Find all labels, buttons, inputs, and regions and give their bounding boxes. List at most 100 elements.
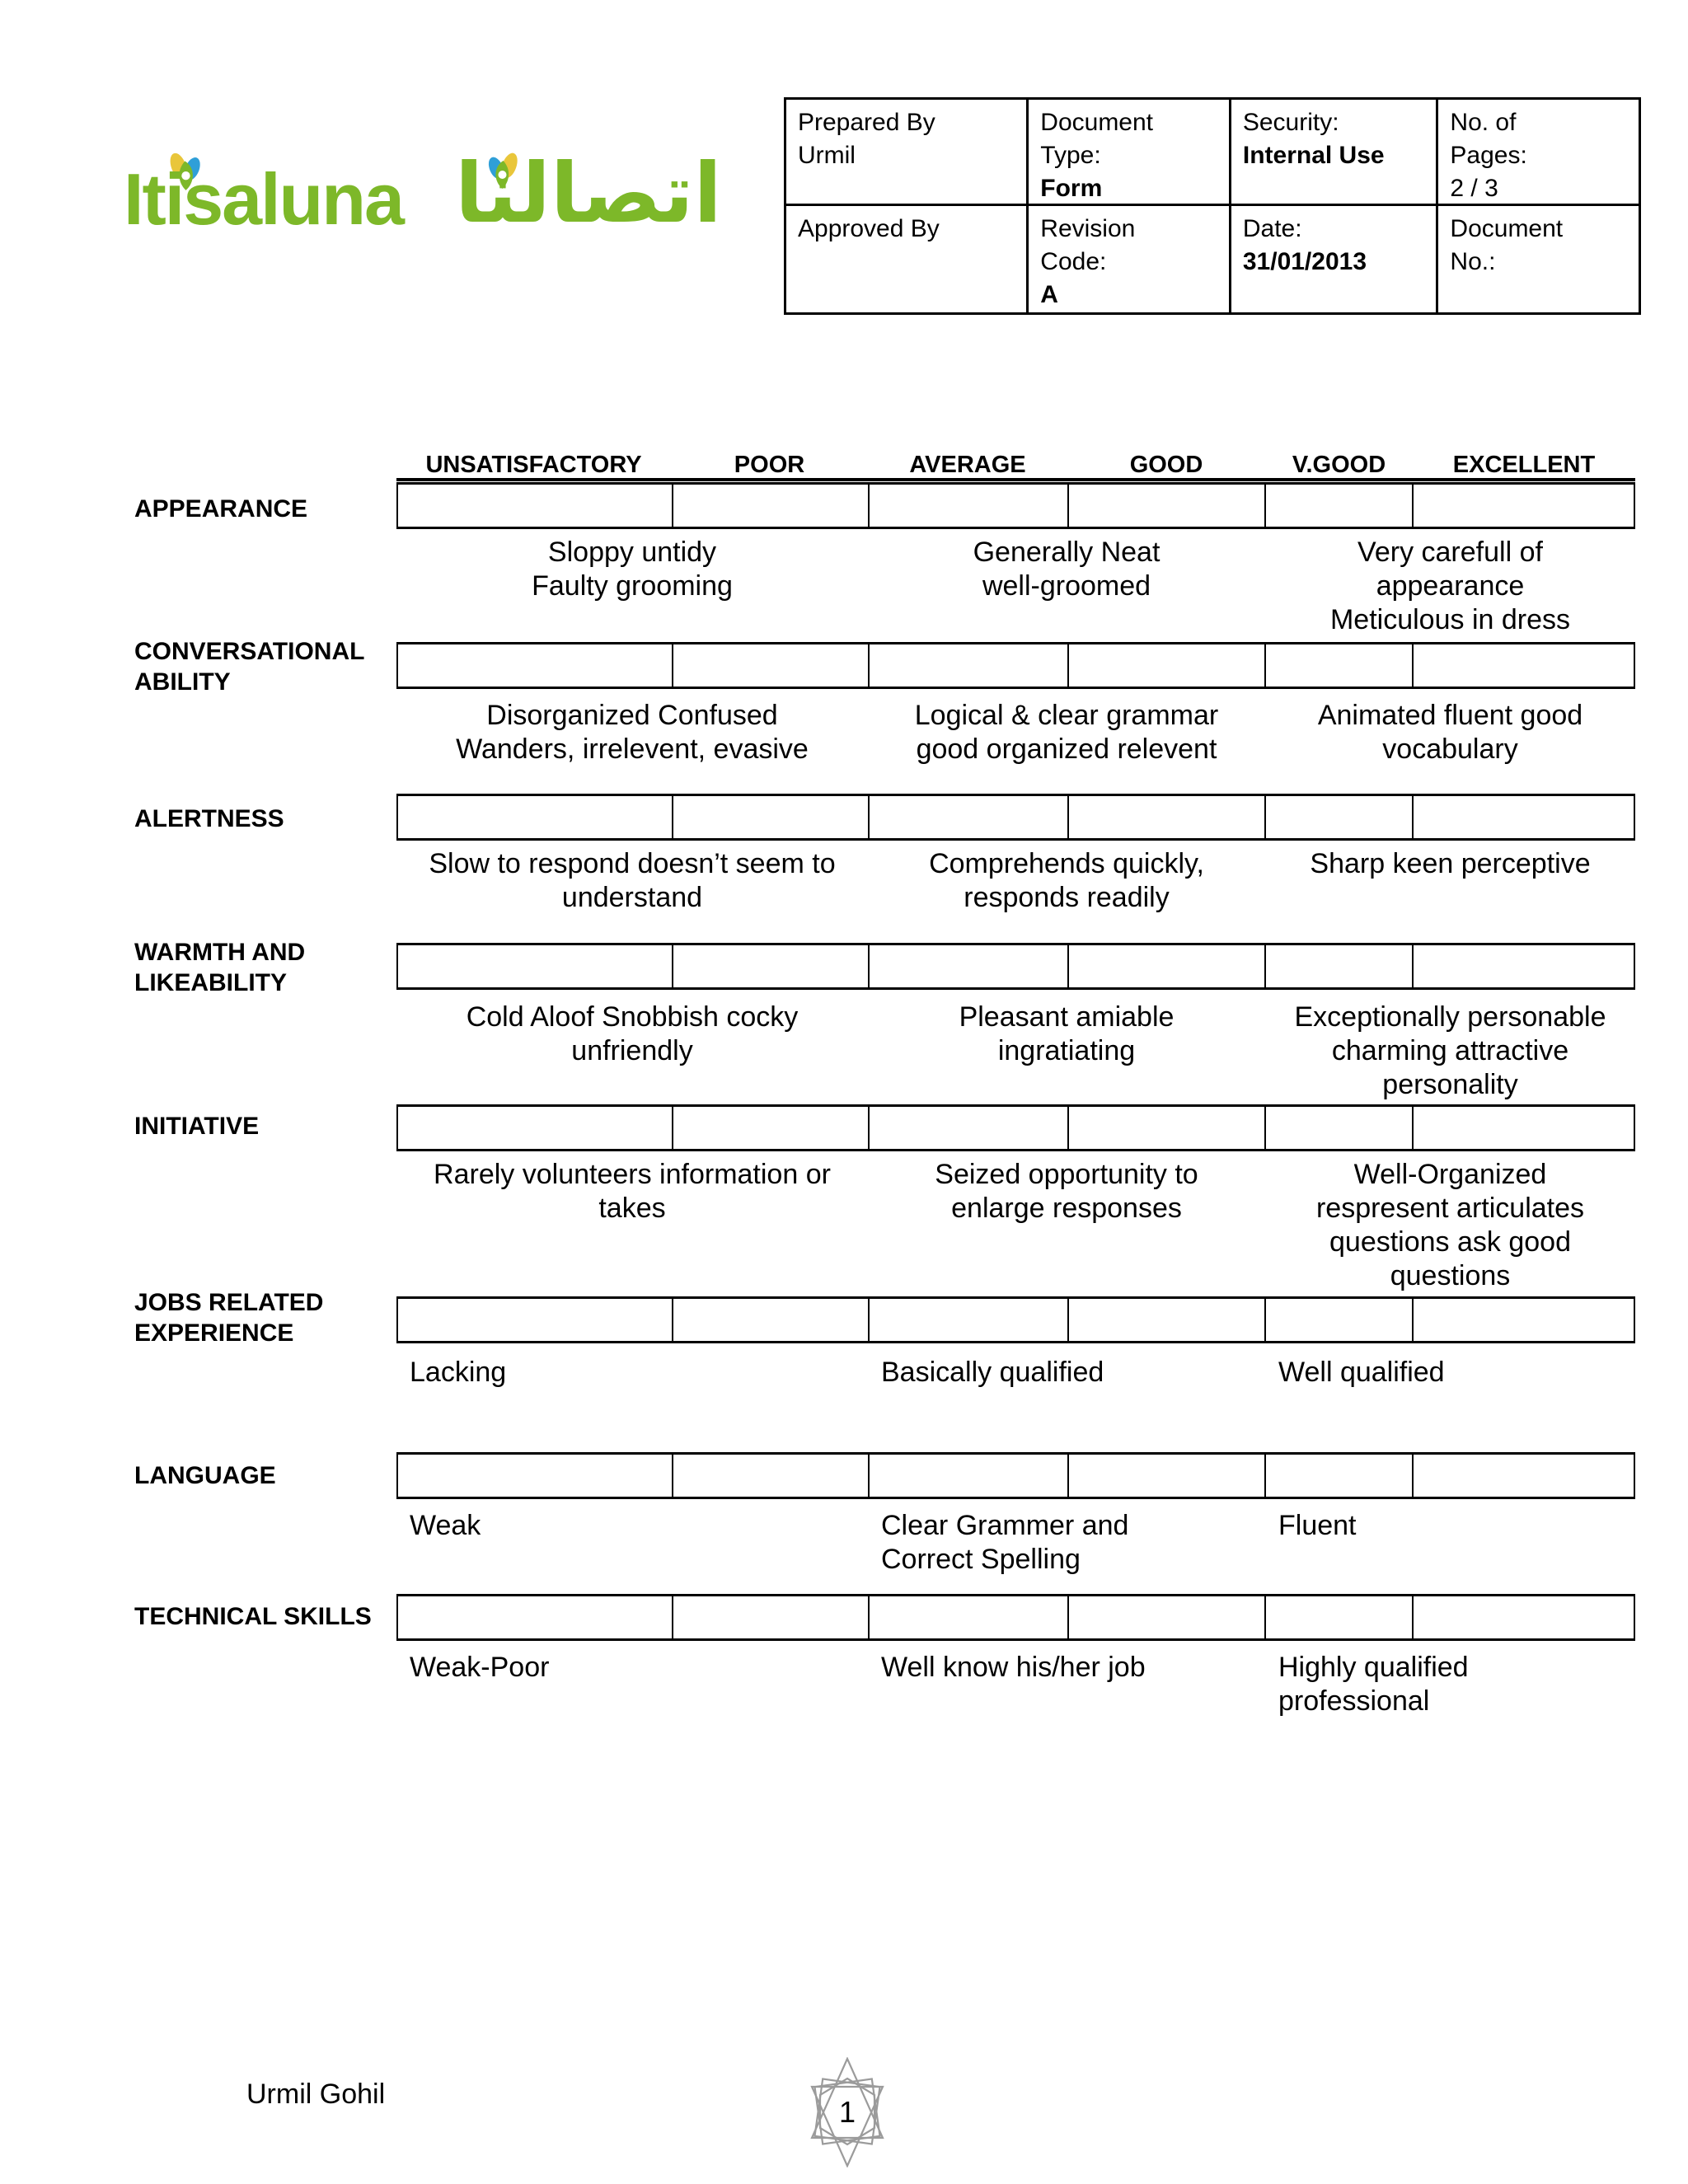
criterion-label-warmth-and-likeability: WARMTH AND LIKEABILITY	[134, 939, 306, 996]
criterion-label-language: LANGUAGE	[134, 1462, 276, 1489]
rating-boxes-warmth-and-likeability	[396, 943, 1635, 990]
rating-box	[1264, 1107, 1412, 1149]
description-high: Well-Organized respresent articulates qu…	[1315, 1159, 1585, 1291]
rating-box	[1411, 644, 1634, 687]
doc-cell-document-type: Document Type:Form	[1029, 100, 1231, 206]
rating-box	[672, 1455, 868, 1497]
rating-boxes-initiative	[396, 1104, 1635, 1151]
description-mid: Basically qualified	[881, 1357, 1104, 1388]
rating-boxes-alertness	[396, 794, 1635, 841]
description-low: Cold Aloof Snobbish cocky unfriendly	[466, 1001, 799, 1066]
criterion-label-conversational-ability: CONVERSATIONAL ABILITY	[134, 638, 364, 696]
rating-box	[672, 1299, 868, 1341]
rating-box	[1411, 485, 1634, 527]
description-low: Rarely volunteers information or takes	[434, 1159, 831, 1224]
description-mid: Seized opportunity to enlarge responses	[935, 1159, 1198, 1224]
rating-box	[1067, 644, 1264, 687]
rating-box	[1264, 644, 1412, 687]
logo-latin-text: Itisaluna	[124, 158, 405, 240]
doc-cell-document-no: Document No.:	[1450, 215, 1564, 275]
rating-box	[1067, 945, 1264, 987]
rating-box	[1067, 1107, 1264, 1149]
rating-boxes-technical-skills	[396, 1594, 1635, 1641]
rating-box	[1411, 945, 1634, 987]
scale-label-excellent: EXCELLENT	[1452, 452, 1596, 478]
rating-box	[868, 796, 1067, 838]
page-number-emblem: 1	[801, 2057, 893, 2168]
scale-label-poor: POOR	[734, 452, 805, 478]
rating-box	[1411, 1455, 1634, 1497]
rating-box	[1264, 796, 1412, 838]
rating-box	[1264, 945, 1412, 987]
rating-box	[398, 1299, 672, 1341]
footer-author-name: Urmil Gohil	[246, 2079, 386, 2110]
emblem-star-icon	[810, 2057, 884, 2168]
description-mid: Comprehends quickly, responds readily	[929, 848, 1204, 913]
rating-box	[672, 796, 868, 838]
description-low: Lacking	[410, 1357, 507, 1388]
criterion-label-appearance: APPEARANCE	[134, 495, 308, 523]
rating-box	[672, 485, 868, 527]
description-high: Animated fluent good vocabulary	[1317, 700, 1583, 765]
description-high: Well qualified	[1278, 1357, 1445, 1388]
description-high: Exceptionally personable charming attrac…	[1294, 1001, 1606, 1100]
document-info-table: Prepared By Urmil Document Type:Form Sec…	[784, 97, 1641, 315]
rating-box	[868, 1455, 1067, 1497]
scale-underline-rule	[396, 478, 1635, 481]
rating-box	[398, 1455, 672, 1497]
rating-boxes-jobs-related-experience	[396, 1296, 1635, 1343]
scale-label-good: GOOD	[1129, 452, 1203, 478]
criterion-label-initiative: INITIATIVE	[134, 1113, 260, 1140]
description-low: Weak	[410, 1510, 481, 1541]
rating-box	[672, 644, 868, 687]
rating-boxes-language	[396, 1452, 1635, 1499]
rating-box	[1067, 796, 1264, 838]
description-high: Very carefull of appearance Meticulous i…	[1329, 537, 1570, 635]
page-number: 1	[838, 2095, 856, 2129]
logo-arabic-text: اتصالنا	[455, 148, 722, 240]
criterion-label-jobs-related-experience: JOBS RELATED EXPERIENCE	[134, 1289, 324, 1347]
rating-box	[1264, 1596, 1412, 1638]
rating-box	[868, 1107, 1067, 1149]
description-mid: Generally Neat well-groomed	[973, 537, 1160, 602]
scale-label-vgood: V.GOOD	[1292, 452, 1386, 478]
description-high: Sharp keen perceptive	[1310, 848, 1591, 879]
description-high: Fluent	[1278, 1510, 1357, 1541]
rating-box	[672, 945, 868, 987]
rating-box	[1411, 1596, 1634, 1638]
scale-label-average: AVERAGE	[909, 452, 1026, 478]
rating-box	[398, 796, 672, 838]
rating-box	[398, 644, 672, 687]
rating-box	[1067, 1299, 1264, 1341]
rating-scale-header: UNSATISFACTORY POOR AVERAGE GOOD V.GOOD …	[396, 452, 1635, 480]
rating-box	[398, 485, 672, 527]
rating-box	[398, 1107, 672, 1149]
rating-box	[1264, 485, 1412, 527]
rating-boxes-appearance	[396, 482, 1635, 529]
criterion-label-technical-skills: TECHNICAL SKILLS	[134, 1603, 372, 1630]
rating-box	[868, 1596, 1067, 1638]
description-low: Weak-Poor	[410, 1652, 550, 1683]
scale-label-unsatisfactory: UNSATISFACTORY	[425, 452, 642, 478]
doc-cell-revision-code: Revision Code:A	[1029, 206, 1231, 312]
rating-box	[672, 1596, 868, 1638]
rating-box	[1411, 1107, 1634, 1149]
rating-boxes-conversational-ability	[396, 642, 1635, 689]
rating-box	[1067, 1596, 1264, 1638]
rating-box	[1067, 485, 1264, 527]
description-mid: Clear Grammer and Correct Spelling	[881, 1510, 1129, 1575]
doc-cell-approved-by: Approved By	[786, 206, 1029, 312]
logo-flame-icon-arabic	[488, 152, 518, 189]
rating-box	[868, 485, 1067, 527]
description-low: Disorganized Confused Wanders, irreleven…	[456, 700, 809, 765]
rating-box	[1411, 796, 1634, 838]
doc-cell-prepared-by: Prepared By Urmil	[786, 100, 1029, 206]
logo-flame-icon	[170, 152, 200, 190]
criterion-label-alertness: ALERTNESS	[134, 805, 284, 832]
doc-cell-no-of-pages: No. of Pages: 2 / 3	[1438, 100, 1639, 206]
rating-box	[1411, 1299, 1634, 1341]
description-low: Sloppy untidy Faulty grooming	[532, 537, 733, 602]
doc-cell-security: Security:Internal Use	[1231, 100, 1439, 206]
description-low: Slow to respond doesn’t seem to understa…	[429, 848, 836, 913]
